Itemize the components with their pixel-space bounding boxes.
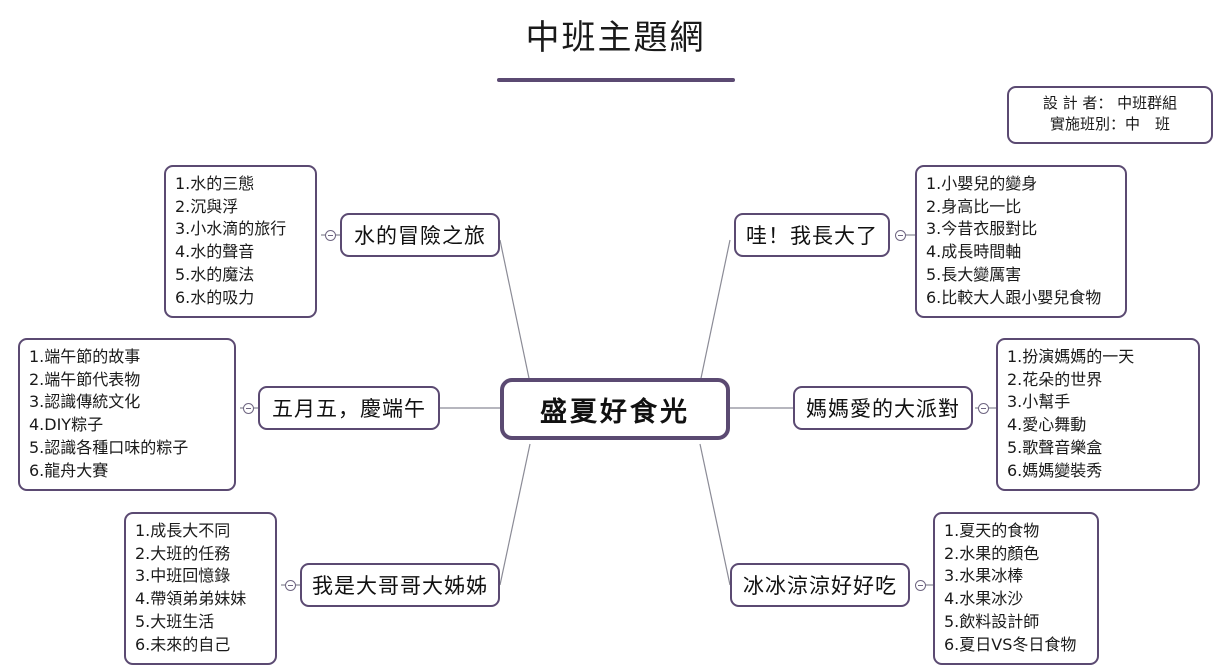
leaf-list-mother: 1.扮演媽媽的一天 2.花朵的世界 3.小幫手 4.愛心舞動 5.歌聲音樂盒 6… bbox=[996, 338, 1200, 492]
list-item: 6.夏日VS冬日食物 bbox=[944, 634, 1077, 654]
title-underline bbox=[497, 78, 735, 82]
center-node[interactable]: 盛夏好食光 bbox=[500, 378, 730, 440]
leaf-list-coolfood: 1.夏天的食物 2.水果的顏色 3.水果冰棒 4.水果冰沙 5.飲料設計師 6.… bbox=[933, 512, 1099, 666]
list-item: 6.龍舟大賽 bbox=[29, 460, 109, 480]
list-item: 1.夏天的食物 bbox=[944, 521, 1040, 540]
list-item: 3.水果冰棒 bbox=[944, 566, 1024, 586]
topic-node-bigbrother[interactable]: 我是大哥哥大姊姊 bbox=[300, 563, 500, 607]
center-node-label: 盛夏好食光 bbox=[540, 396, 690, 428]
list-item: 5.歌聲音樂盒 bbox=[1007, 437, 1103, 457]
topic-node-water[interactable]: 水的冒險之旅 bbox=[340, 213, 500, 257]
topic-node-mother[interactable]: 媽媽愛的大派對 bbox=[793, 386, 973, 430]
list-item: 5.認識各種口味的粽子 bbox=[29, 437, 189, 457]
list-item: 4.成長時間軸 bbox=[926, 242, 1022, 262]
collapse-handle-mother[interactable] bbox=[978, 403, 989, 414]
list-item: 3.中班回憶錄 bbox=[135, 566, 231, 586]
collapse-handle-bigbrother[interactable] bbox=[285, 580, 296, 591]
list-item: 1.扮演媽媽的一天 bbox=[1007, 347, 1135, 366]
list-item: 2.端午節代表物 bbox=[29, 369, 141, 389]
collapse-handle-dragonboat[interactable] bbox=[243, 403, 254, 414]
topic-label-water: 水的冒險之旅 bbox=[354, 224, 486, 248]
list-item: 4.帶領弟弟妹妹 bbox=[135, 589, 247, 609]
list-item: 1.成長大不同 bbox=[135, 521, 231, 540]
list-item: 4.愛心舞動 bbox=[1007, 415, 1087, 435]
collapse-handle-water[interactable] bbox=[325, 230, 336, 241]
list-item: 3.小水滴的旅行 bbox=[175, 219, 287, 239]
collapse-handle-coolfood[interactable] bbox=[915, 580, 926, 591]
list-item: 3.認識傳統文化 bbox=[29, 392, 141, 412]
leaf-list-growup: 1.小嬰兒的變身 2.身高比一比 3.今昔衣服對比 4.成長時間軸 5.長大變厲… bbox=[915, 165, 1127, 319]
list-item: 1.小嬰兒的變身 bbox=[926, 174, 1038, 193]
topic-node-coolfood[interactable]: 冰冰涼涼好好吃 bbox=[730, 563, 910, 607]
class-name-line: 實施班別：中 班 bbox=[1049, 115, 1170, 134]
designer-name-line: 設 計 者： 中班群組 bbox=[1042, 94, 1178, 112]
list-item: 3.今昔衣服對比 bbox=[926, 219, 1038, 239]
list-item: 2.大班的任務 bbox=[135, 543, 231, 563]
page-title: 中班主題網 bbox=[0, 18, 1231, 59]
list-item: 5.飲料設計師 bbox=[944, 611, 1040, 631]
list-item: 2.沉與浮 bbox=[175, 196, 239, 216]
page-title-text: 中班主題網 bbox=[525, 18, 706, 58]
list-item: 6.媽媽變裝秀 bbox=[1007, 460, 1103, 480]
topic-node-dragonboat[interactable]: 五月五，慶端午 bbox=[258, 386, 440, 430]
list-item: 2.身高比一比 bbox=[926, 196, 1022, 216]
list-item: 6.比較大人跟小嬰兒食物 bbox=[926, 287, 1102, 307]
list-item: 6.未來的自己 bbox=[135, 634, 231, 654]
list-item: 4.水的聲音 bbox=[175, 242, 255, 262]
list-item: 5.長大變厲害 bbox=[926, 264, 1022, 284]
topic-label-bigbrother: 我是大哥哥大姊姊 bbox=[312, 574, 488, 598]
list-item: 1.端午節的故事 bbox=[29, 347, 141, 366]
leaf-list-water: 1.水的三態 2.沉與浮 3.小水滴的旅行 4.水的聲音 5.水的魔法 6.水的… bbox=[164, 165, 317, 319]
topic-label-growup: 哇！我長大了 bbox=[746, 224, 878, 248]
collapse-handle-growup[interactable] bbox=[895, 230, 906, 241]
designer-info-box: 設 計 者： 中班群組 實施班別：中 班 bbox=[1007, 86, 1213, 144]
topic-label-coolfood: 冰冰涼涼好好吃 bbox=[743, 574, 897, 598]
list-item: 5.水的魔法 bbox=[175, 264, 255, 284]
list-item: 4.水果冰沙 bbox=[944, 589, 1024, 609]
topic-label-mother: 媽媽愛的大派對 bbox=[806, 397, 960, 421]
topic-node-growup[interactable]: 哇！我長大了 bbox=[734, 213, 890, 257]
leaf-list-dragonboat: 1.端午節的故事 2.端午節代表物 3.認識傳統文化 4.DIY粽子 5.認識各… bbox=[18, 338, 236, 492]
list-item: 2.水果的顏色 bbox=[944, 543, 1040, 563]
list-item: 6.水的吸力 bbox=[175, 287, 255, 307]
list-item: 2.花朵的世界 bbox=[1007, 369, 1103, 389]
topic-label-dragonboat: 五月五，慶端午 bbox=[272, 397, 426, 421]
list-item: 5.大班生活 bbox=[135, 611, 215, 631]
list-item: 1.水的三態 bbox=[175, 174, 255, 193]
leaf-list-bigbrother: 1.成長大不同 2.大班的任務 3.中班回憶錄 4.帶領弟弟妹妹 5.大班生活 … bbox=[124, 512, 277, 666]
list-item: 3.小幫手 bbox=[1007, 392, 1071, 412]
list-item: 4.DIY粽子 bbox=[29, 415, 104, 435]
